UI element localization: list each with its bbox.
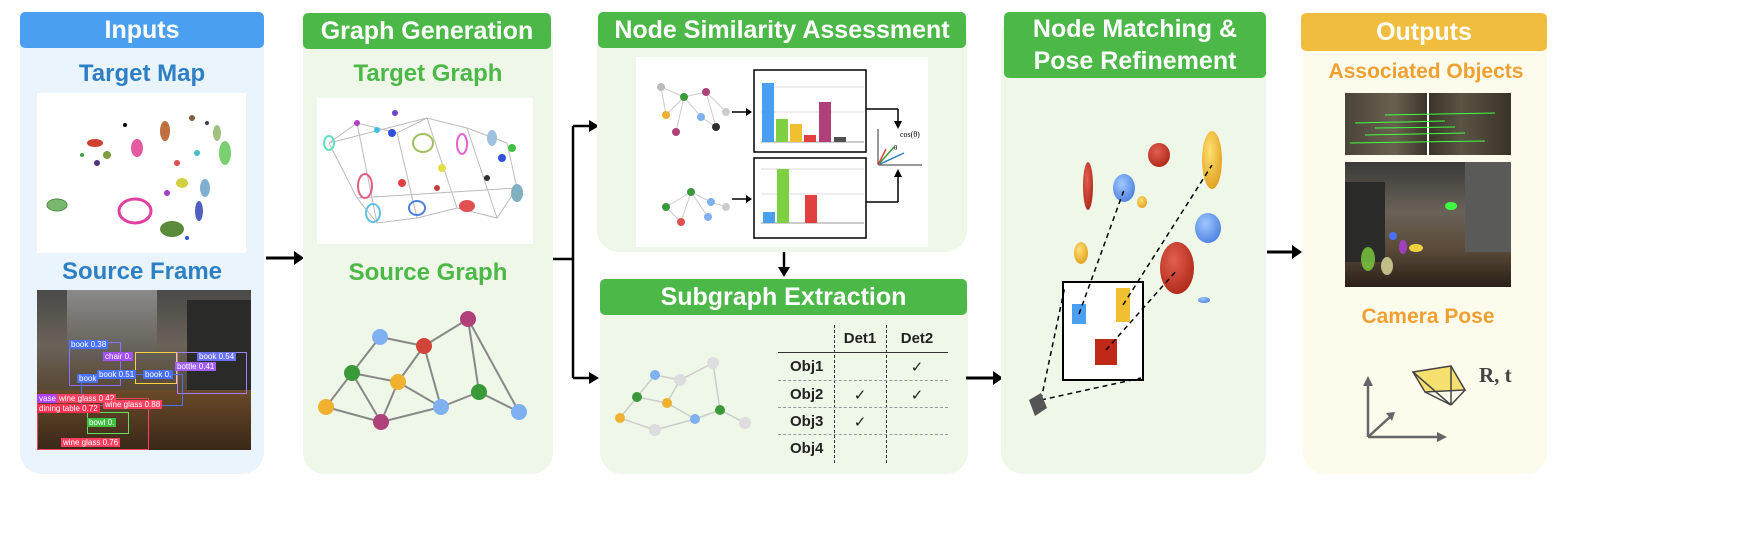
row-label-obj4: Obj4 bbox=[790, 440, 824, 457]
pose-symbol: R, t bbox=[1479, 363, 1512, 387]
matching-header-line2: Pose Refinement bbox=[1033, 47, 1237, 75]
row-label-obj1: Obj1 bbox=[790, 358, 824, 375]
arrow-graph-split bbox=[553, 120, 599, 384]
association-table: Det1 Det2 Obj1 ✓ Obj2 ✓ ✓ Obj3 ✓ Obj4 bbox=[778, 325, 948, 463]
similarity-diagram bbox=[657, 69, 922, 239]
arrow-subgraph-to-matching bbox=[966, 371, 1003, 385]
cell-obj2-det1: ✓ bbox=[853, 387, 867, 404]
detection-label: book bbox=[77, 374, 99, 383]
cell-obj3-det1: ✓ bbox=[853, 414, 867, 431]
associated-object-marker bbox=[1409, 244, 1423, 252]
theta-label: θ bbox=[894, 144, 898, 152]
arrow-matching-to-outputs bbox=[1267, 245, 1302, 259]
detection-label: chair 0. bbox=[103, 352, 134, 361]
detection-label: wine glass 0.76 bbox=[61, 438, 121, 447]
camera-pose-diagram bbox=[1363, 365, 1467, 442]
associated-object-marker bbox=[1399, 240, 1407, 254]
cell-obj2-det2: ✓ bbox=[910, 387, 924, 404]
associated-object-marker bbox=[1361, 247, 1375, 271]
target-graph-image bbox=[317, 98, 533, 244]
row-label-obj3: Obj3 bbox=[790, 413, 824, 430]
outputs-header: Outputs bbox=[1301, 13, 1547, 51]
source-graph-label: Source Graph bbox=[348, 259, 508, 286]
detection-label: bottle 0.41 bbox=[175, 362, 217, 371]
detection-label: bowl 0. bbox=[87, 418, 117, 427]
similarity-figure: cos(θ) θ bbox=[636, 57, 928, 247]
target-map-label: Target Map bbox=[78, 60, 206, 87]
row-label-obj2: Obj2 bbox=[790, 386, 824, 403]
detection-label: book 0.54 bbox=[197, 352, 237, 361]
inputs-header: Inputs bbox=[20, 12, 264, 48]
graph-generation-header: Graph Generation bbox=[303, 13, 551, 49]
arrow-similarity-to-subgraph bbox=[778, 252, 790, 277]
source-frame-label: Source Frame bbox=[61, 258, 223, 285]
associated-object-marker bbox=[1381, 257, 1393, 275]
cell-obj1-det2: ✓ bbox=[910, 359, 924, 376]
correspondence-lines bbox=[1349, 112, 1496, 144]
source-graph-network bbox=[318, 311, 527, 430]
detection-label: book 0. bbox=[143, 370, 174, 379]
target-graph-label: Target Graph bbox=[353, 60, 503, 87]
detection-label: dining table 0.72 bbox=[37, 404, 100, 413]
target-map-image bbox=[37, 93, 246, 253]
matching-scene bbox=[1029, 131, 1222, 416]
associated-objects-image bbox=[1345, 93, 1511, 155]
matching-panel bbox=[1001, 14, 1266, 474]
source-frame-image: book 0.38 chair 0. book 0.54 book 0.51 b… bbox=[37, 290, 251, 450]
associated-objects-label: Associated Objects bbox=[1328, 60, 1524, 83]
detection-label: wine glass 0.88 bbox=[103, 400, 163, 409]
subgraph-header: Subgraph Extraction bbox=[600, 279, 967, 315]
target-map-ellipses bbox=[46, 115, 231, 240]
detection-label: wine glass 0.42 bbox=[57, 394, 117, 403]
associated-object-marker bbox=[1389, 232, 1397, 240]
camera-pose-label: Camera Pose bbox=[1361, 305, 1495, 328]
detection-label: book 0.38 bbox=[69, 340, 109, 349]
detection-label: vase 0.44 bbox=[37, 394, 76, 403]
matching-header-line1: Node Matching & bbox=[1032, 15, 1238, 43]
subgraph-network bbox=[615, 357, 751, 436]
cos-theta-label: cos(θ) bbox=[900, 130, 920, 139]
col-header-det1: Det1 bbox=[843, 330, 877, 347]
col-header-det2: Det2 bbox=[900, 330, 934, 347]
target-graph-network bbox=[323, 110, 523, 224]
node-similarity-header: Node Similarity Assessment bbox=[598, 12, 966, 48]
detection-label: book 0.51 bbox=[97, 370, 137, 379]
camera-frame-image bbox=[1345, 162, 1511, 287]
associated-object-marker bbox=[1445, 202, 1457, 210]
arrow-inputs-to-graph bbox=[266, 251, 304, 265]
matching-header: Node Matching & Pose Refinement bbox=[1004, 12, 1266, 78]
